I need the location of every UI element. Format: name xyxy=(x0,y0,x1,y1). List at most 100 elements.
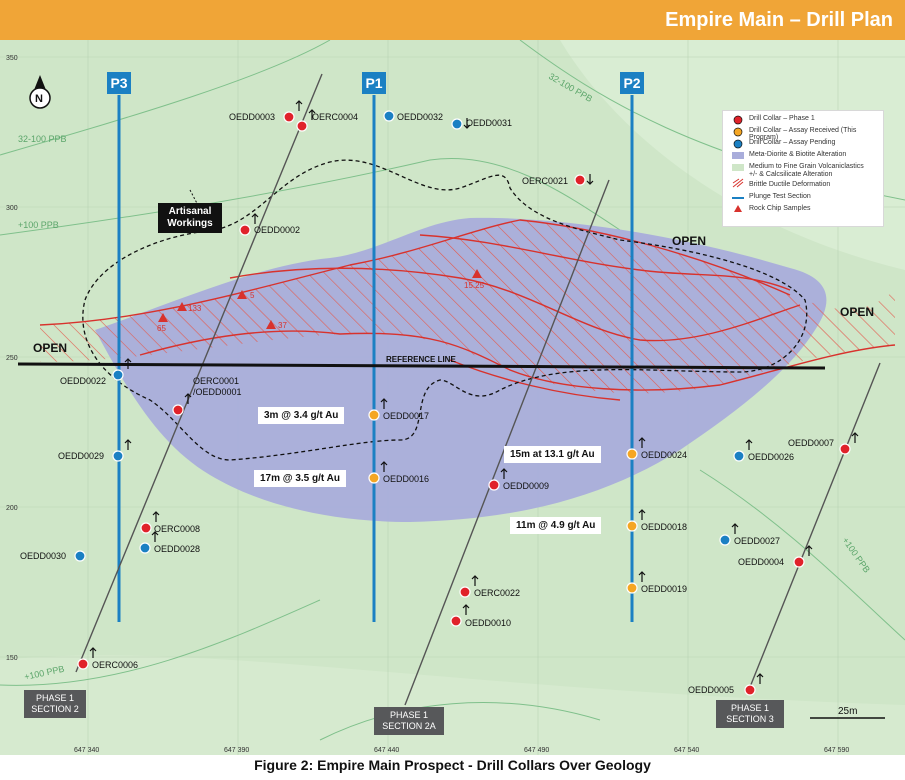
open-label-east: OPEN xyxy=(840,305,874,319)
svg-text:133: 133 xyxy=(188,304,202,313)
drill-collar-phase1[interactable] xyxy=(77,658,89,670)
collar-arrow-icon xyxy=(463,118,471,129)
svg-text:647 490: 647 490 xyxy=(524,747,549,754)
legend-phase1: Drill Collar – Phase 1 xyxy=(749,115,815,122)
svg-text:647 540: 647 540 xyxy=(674,747,699,754)
collar-label: OERC0004 xyxy=(312,112,358,122)
drill-collar-pending[interactable] xyxy=(112,450,124,462)
drill-collar-received[interactable] xyxy=(368,409,380,421)
drill-collar-received[interactable] xyxy=(368,472,380,484)
legend-deformation: Brittle Ductile Deformation xyxy=(749,181,831,188)
drill-collar-received[interactable] xyxy=(626,582,638,594)
collar-arrow-icon xyxy=(638,509,646,520)
collar-label: OERC0021 xyxy=(522,176,568,186)
rock-chip-icon xyxy=(177,302,187,311)
collar-label: OEDD0031 xyxy=(466,118,512,128)
drill-collar-pending[interactable] xyxy=(733,450,745,462)
collar-arrow-icon xyxy=(638,437,646,448)
legend-rock-chip: Rock Chip Samples xyxy=(749,205,811,212)
legend-plunge: Plunge Test Section xyxy=(749,193,811,200)
collar-arrow-icon xyxy=(756,673,764,684)
map-legend: Drill Collar – Phase 1 Drill Collar – As… xyxy=(722,110,884,227)
reference-line xyxy=(17,362,826,370)
svg-text:350: 350 xyxy=(6,55,18,62)
drill-collar-phase1[interactable] xyxy=(172,404,184,416)
collar-arrow-icon xyxy=(308,109,316,120)
open-label-north: OPEN xyxy=(672,234,706,248)
svg-text:15.25: 15.25 xyxy=(464,281,485,290)
collar-label: OEDD0017 xyxy=(383,411,429,421)
drill-collar-phase1[interactable] xyxy=(296,120,308,132)
drill-collar-received[interactable] xyxy=(626,520,638,532)
collar-label: OEDD0003 xyxy=(229,112,275,122)
collar-label: OEDD0010 xyxy=(465,618,511,628)
rock-chip-values: 133 5 65 37 15.25 xyxy=(157,281,485,333)
drill-collar-phase1[interactable] xyxy=(744,684,756,696)
rock-chip-icon xyxy=(237,290,247,299)
drill-collar-phase1[interactable] xyxy=(488,479,500,491)
collar-arrow-icon xyxy=(89,647,97,658)
page-title: Empire Main – Drill Plan xyxy=(665,9,893,31)
grid-x-labels: 647 340 647 390 647 440 647 490 647 540 … xyxy=(74,747,849,754)
drill-collar-phase1[interactable] xyxy=(239,224,251,236)
svg-text:300: 300 xyxy=(6,205,18,212)
drill-collar-pending[interactable] xyxy=(451,118,463,130)
collar-arrow-icon xyxy=(251,213,259,224)
collar-arrow-icon xyxy=(851,432,859,443)
collar-arrow-icon xyxy=(184,393,192,404)
reference-line-label: REFERENCE LINE xyxy=(386,355,456,364)
rock-chip-icon xyxy=(266,320,276,329)
collar-label: OEDD0019 xyxy=(641,584,687,594)
collar-label: OEDD0018 xyxy=(641,522,687,532)
intercept-callout: 3m @ 3.4 g/t Au xyxy=(258,407,345,424)
collar-label: OEDD0030 xyxy=(20,551,66,561)
collar-label: OEDD0002 xyxy=(254,225,300,235)
drill-collar-phase1[interactable] xyxy=(140,522,152,534)
open-label-west: OPEN xyxy=(33,341,67,355)
rock-chip-icon xyxy=(158,313,168,322)
drill-collar-pending[interactable] xyxy=(383,110,395,122)
drill-collar-pending[interactable] xyxy=(74,550,86,562)
collar-label: OEDD0004 xyxy=(738,557,784,567)
svg-text:647 440: 647 440 xyxy=(374,747,399,754)
svg-text:647 340: 647 340 xyxy=(74,747,99,754)
drill-collar-pending[interactable] xyxy=(719,534,731,546)
drill-collar-pending[interactable] xyxy=(139,542,151,554)
intercept-callout: 17m @ 3.5 g/t Au xyxy=(254,470,346,487)
drill-collar-phase1[interactable] xyxy=(283,111,295,123)
svg-text:200: 200 xyxy=(6,505,18,512)
collar-label: OERC0001 xyxy=(193,376,239,386)
collar-label: OEDD0032 xyxy=(397,112,443,122)
intercept-callout: 11m @ 4.9 g/t Au xyxy=(510,517,602,534)
drill-collar-phase1[interactable] xyxy=(450,615,462,627)
drill-collar-phase1[interactable] xyxy=(574,174,586,186)
collar-label: OERC0008 xyxy=(154,524,200,534)
collar-arrow-icon xyxy=(380,398,388,409)
drill-collar-pending[interactable] xyxy=(112,369,124,381)
rock-chips xyxy=(158,269,482,329)
drill-collar-phase1[interactable] xyxy=(839,443,851,455)
collar-arrow-icon xyxy=(638,571,646,582)
collar-arrow-icon xyxy=(745,439,753,450)
svg-text:150: 150 xyxy=(6,655,18,662)
collar-arrow-icon xyxy=(586,174,594,185)
legend-received: Drill Collar – Assay Received (This Prog… xyxy=(749,127,857,141)
drill-collar-phase1[interactable] xyxy=(459,586,471,598)
map-canvas: 32-100 PPB 32-100 PPB +100 PPB +100 PPB … xyxy=(0,39,905,755)
drill-collar-phase1[interactable] xyxy=(793,556,805,568)
svg-text:65: 65 xyxy=(157,324,166,333)
collar-arrow-icon xyxy=(380,461,388,472)
legend-symbols xyxy=(732,115,744,212)
collar-arrow-icon xyxy=(471,575,479,586)
collar-arrow-icon xyxy=(124,439,132,450)
collar-label: OEDD0007 xyxy=(788,438,834,448)
collar-label: OEDD0022 xyxy=(60,376,106,386)
header-banner: Empire Main – Drill Plan xyxy=(0,0,905,40)
collar-arrow-icon xyxy=(500,468,508,479)
svg-text:5: 5 xyxy=(250,291,255,300)
grid-y-labels: 350 300 250 200 150 xyxy=(6,55,18,662)
drill-collar-received[interactable] xyxy=(626,448,638,460)
svg-text:N: N xyxy=(35,93,43,105)
collar-arrow-icon xyxy=(462,604,470,615)
svg-text:647 590: 647 590 xyxy=(824,747,849,754)
